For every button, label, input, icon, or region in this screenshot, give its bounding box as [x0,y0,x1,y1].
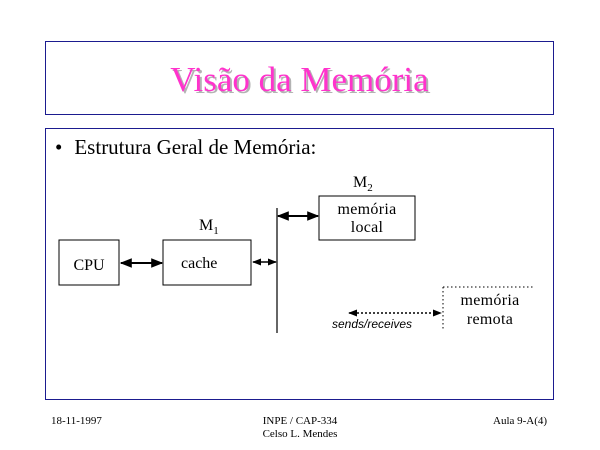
bullet-text: Estrutura Geral de Memória: [74,135,317,159]
local-memory-line2: local [351,219,384,236]
footer-lecture: Aula 9-A(4) [493,415,548,427]
footer-date: 18-11-1997 [51,415,102,427]
title-box: Visão da Memória [45,41,554,115]
cache-label: cache [181,255,217,272]
footer-course-info: INPE / CAP-334 Celso L. Mendes [250,415,350,441]
slide-title: Visão da Memória [170,59,429,99]
m2-subscript: 2 [367,182,373,194]
local-memory-box [318,195,416,241]
m1-subscript: 1 [213,225,219,237]
sends-receives-label: sends/receives [332,317,412,331]
local-memory-line1: memória [338,201,397,218]
remote-memory-box [442,286,533,330]
footer-course: INPE / CAP-334 [262,415,338,427]
m1-base: M [199,217,213,234]
cpu-box [58,239,120,286]
m1-label: M1 [199,217,219,237]
footer-author: Celso L. Mendes [262,428,338,440]
bullet-item: • Estrutura Geral de Memória: [55,135,316,159]
remote-memory-line2: remota [467,311,513,328]
cpu-label: CPU [73,257,105,274]
cache-box [162,239,252,286]
content-box: • Estrutura Geral de Memória: [45,128,554,400]
remote-memory-line1: memória [461,292,520,309]
m2-label: M2 [353,174,373,194]
m2-base: M [353,174,367,191]
bullet-symbol: • [55,135,63,159]
